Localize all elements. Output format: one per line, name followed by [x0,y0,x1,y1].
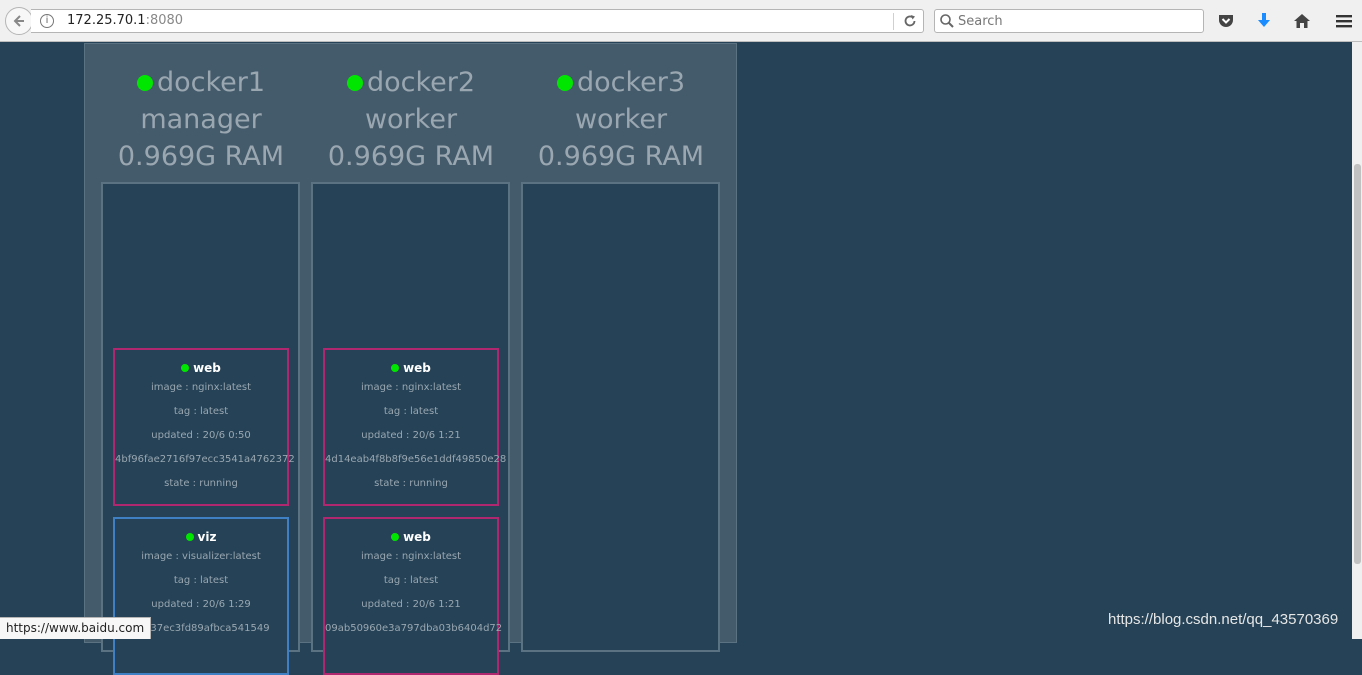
task-image: image : nginx:latest [360,551,462,562]
watermark-text: https://blog.csdn.net/qq_43570369 [1108,611,1339,628]
task-id: 09ab50960e3a797dba03b6404d72 [325,623,503,634]
task-status-dot [391,533,400,541]
browser-toolbar: i 172.25.70.1:8080 Search [0,0,1362,42]
node-ram: 0.969G RAM [327,141,495,172]
task-updated: updated : 20/6 1:21 [361,430,461,441]
task-state: state : running [164,478,238,489]
task-id: cbe37ec3fd89afbca541549 [132,623,270,634]
task-card-web[interactable]: web image : nginx:latest tag : latest up… [323,517,503,675]
node-tasks [521,182,720,652]
home-icon[interactable] [1292,11,1312,31]
search-icon [940,14,954,28]
pocket-icon[interactable] [1216,11,1236,31]
back-button[interactable] [5,7,33,35]
task-status-dot [181,364,190,372]
task-state [115,641,287,665]
node-role: manager [140,104,262,135]
task-image: image : nginx:latest [150,382,252,393]
reload-icon[interactable] [901,12,919,30]
download-icon[interactable] [1254,11,1274,31]
node-name: docker2 [366,67,476,98]
node-status-dot [556,74,573,91]
node-header: docker1 manager 0.969G RAM [101,64,301,175]
task-updated: updated : 20/6 1:29 [151,599,251,610]
url-divider [893,13,894,30]
task-tag: tag : latest [173,575,229,586]
task-name: web [403,530,431,544]
task-tag: tag : latest [383,575,439,586]
node-role: worker [364,104,458,135]
node-tasks: web image : nginx:latest tag : latest up… [101,182,300,675]
scroll-thumb[interactable] [1354,164,1361,564]
node-status-dot [346,74,363,91]
page-scrollbar[interactable] [1352,42,1362,639]
task-status-dot [185,533,194,541]
node-name: docker3 [576,67,686,98]
task-name: viz [197,530,217,544]
task-state [325,641,497,665]
task-card-viz[interactable]: viz image : visualizer:latest tag : late… [113,517,289,675]
site-info-icon[interactable]: i [40,14,54,28]
task-name: web [193,361,221,375]
task-status-dot [391,364,400,372]
url-bar[interactable]: i 172.25.70.1:8080 [31,9,924,33]
url-text[interactable]: 172.25.70.1:8080 [67,13,184,28]
task-id: 4bf96fae2716f97ecc3541a4762372 [115,454,295,465]
task-image: image : nginx:latest [360,382,462,393]
task-card-web[interactable]: web image : nginx:latest tag : latest up… [113,348,295,506]
task-name: web [403,361,431,375]
search-placeholder: Search [958,14,1003,29]
task-tag: tag : latest [173,406,229,417]
node-header: docker3 worker 0.969G RAM [521,64,721,175]
task-state: state : running [374,478,448,489]
node-status-dot [136,74,153,91]
task-tag: tag : latest [383,406,439,417]
swarm-panel: docker1 manager 0.969G RAM web image : n… [84,43,737,675]
back-arrow-icon [13,15,24,27]
node-ram: 0.969G RAM [537,141,705,172]
search-bar[interactable]: Search [934,9,1204,33]
menu-icon[interactable] [1334,11,1354,31]
task-image: image : visualizer:latest [141,551,261,562]
node-header: docker2 worker 0.969G RAM [311,64,511,175]
task-updated: updated : 20/6 0:50 [151,430,251,441]
task-id: 4d14eab4f8b8f9e56e1ddf49850e28 [325,454,507,465]
node-name: docker1 [156,67,266,98]
node-ram: 0.969G RAM [117,141,285,172]
task-card-web[interactable]: web image : nginx:latest tag : latest up… [323,348,507,506]
link-status-tooltip: https://www.baidu.com [0,617,152,639]
task-updated: updated : 20/6 1:21 [361,599,461,610]
node-tasks: web image : nginx:latest tag : latest up… [311,182,510,675]
node-role: worker [574,104,668,135]
